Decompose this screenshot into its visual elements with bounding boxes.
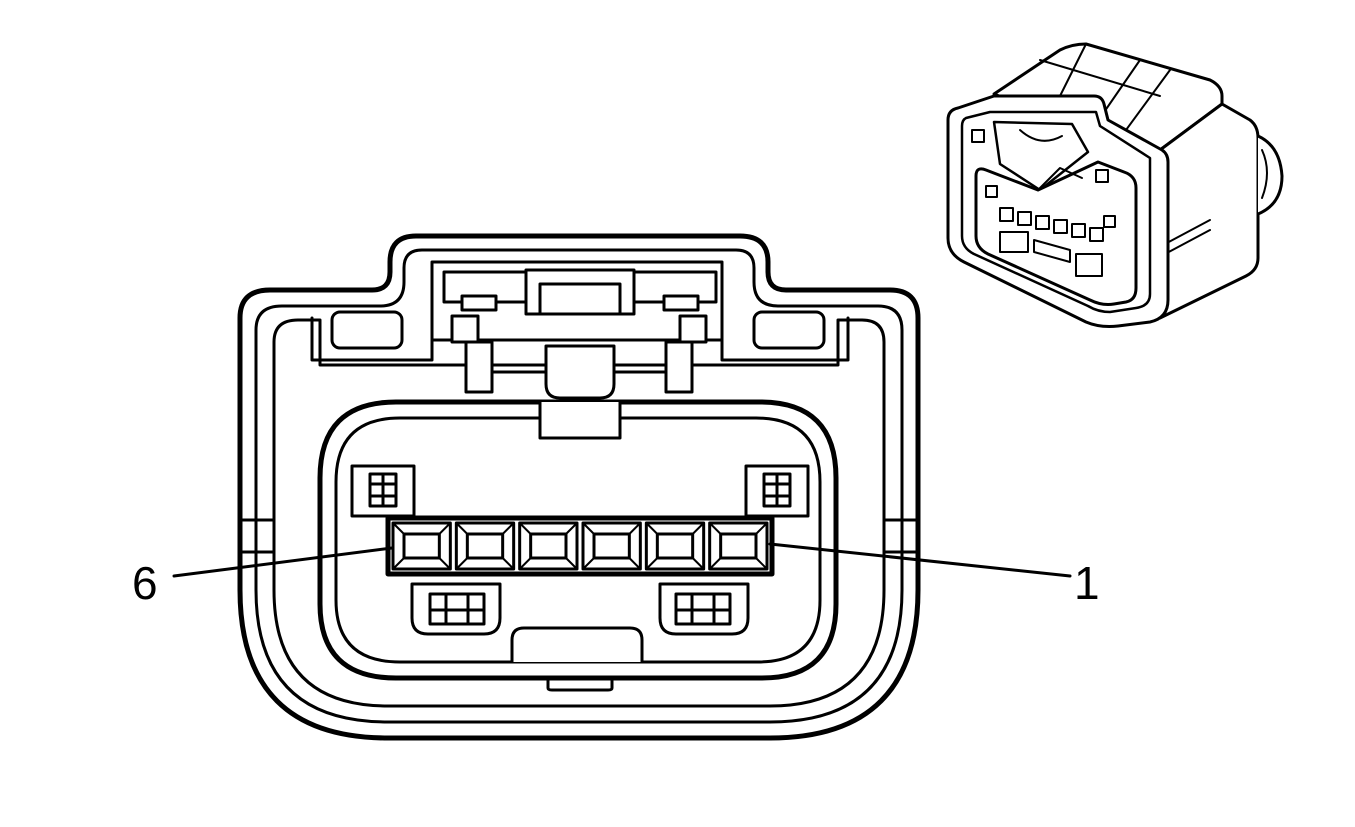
terminal-cavity-3 <box>581 521 642 571</box>
iso-terminal-3 <box>1035 215 1050 230</box>
latch-post-left <box>450 314 480 344</box>
connector-outer-housing <box>237 233 921 741</box>
latch-window-right <box>752 310 826 350</box>
retainer-lower-right <box>658 582 750 636</box>
callout-pin-6: 6 <box>132 557 158 609</box>
bottom-key <box>510 626 644 662</box>
connector-isometric-view <box>946 42 1284 328</box>
retainer-upper-right <box>744 464 810 518</box>
connector-face-view: 6 1 <box>132 233 1100 741</box>
lock-pad <box>544 344 616 400</box>
terminal-cavity-6 <box>391 521 452 571</box>
leader-line-pin-1 <box>768 542 1072 578</box>
retainer-upper-left <box>350 464 416 518</box>
retainer-lower-left <box>410 582 502 636</box>
locking-tab-frame <box>310 260 850 362</box>
terminal-cavities <box>391 521 769 571</box>
terminal-cavity-outer <box>317 399 839 681</box>
iso-terminal-1 <box>999 207 1014 222</box>
leader-line-pin-6 <box>172 546 394 578</box>
iso-terminal-2 <box>1017 211 1032 226</box>
connector-housing-rim <box>272 318 886 708</box>
terminal-cavity-1 <box>708 521 769 571</box>
callout-pin-1: 1 <box>1074 557 1100 609</box>
iso-terminal-4 <box>1053 219 1068 234</box>
latch-window-left <box>330 310 404 350</box>
iso-terminal-row <box>999 207 1104 242</box>
terminal-cavity-inner <box>334 416 822 664</box>
iso-terminal-5 <box>1071 223 1086 238</box>
terminal-cavity-5 <box>454 521 516 571</box>
terminal-cavity-2 <box>644 521 706 571</box>
top-key <box>538 402 622 440</box>
terminal-cavity-4 <box>518 521 579 571</box>
iso-terminal-6 <box>1089 227 1104 242</box>
latch-post-right <box>678 314 708 344</box>
connector-housing-inner-edge <box>254 248 904 724</box>
terminal-row <box>385 515 775 577</box>
